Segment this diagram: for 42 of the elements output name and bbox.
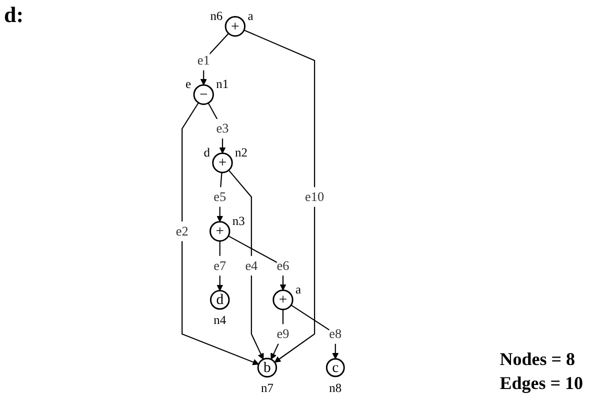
edge-label: e3 xyxy=(216,121,229,136)
node-circle: − xyxy=(193,84,214,105)
edge-label: e7 xyxy=(214,258,226,273)
edge-label: e8 xyxy=(329,326,342,341)
arrow xyxy=(208,102,226,154)
node-label: n8 xyxy=(329,380,342,395)
arrow xyxy=(228,235,286,291)
node-label: n3 xyxy=(232,214,245,228)
arrow xyxy=(270,309,284,360)
arrow xyxy=(216,240,224,291)
node-circle: b xyxy=(257,358,278,378)
heading-text: d: xyxy=(4,2,24,28)
arrow xyxy=(182,102,259,366)
node-label: n4 xyxy=(214,313,226,327)
arrow xyxy=(228,170,264,360)
arrow xyxy=(216,172,224,222)
node-label: n1 xyxy=(216,77,229,92)
node-circle: + xyxy=(212,152,233,174)
node-circle: d xyxy=(210,290,230,310)
edge-label: e4 xyxy=(245,258,258,273)
node-label: n7 xyxy=(261,380,274,395)
node-circle: + xyxy=(224,16,246,37)
arrow xyxy=(244,30,316,363)
edge-label: e5 xyxy=(214,189,226,204)
node-circle: + xyxy=(210,221,230,242)
edge-label: e1 xyxy=(197,52,210,68)
edge-label: e10 xyxy=(305,189,324,204)
node-label: a xyxy=(248,8,254,23)
node-label: a xyxy=(296,282,302,296)
arrow xyxy=(200,33,230,86)
summary-text: Edges = 10 xyxy=(500,372,583,395)
node-label: e xyxy=(186,77,192,92)
edge-label: e2 xyxy=(176,224,188,238)
node-circle: + xyxy=(272,290,294,310)
node-circle: c xyxy=(326,358,345,378)
node-label: d xyxy=(204,145,210,160)
summary-text: Nodes = 8 xyxy=(500,348,576,371)
edge-label: e6 xyxy=(276,258,290,273)
node-label: n6 xyxy=(210,8,223,23)
edge-label: e9 xyxy=(276,326,290,341)
node-label: n2 xyxy=(235,145,248,160)
arrow xyxy=(290,304,339,360)
